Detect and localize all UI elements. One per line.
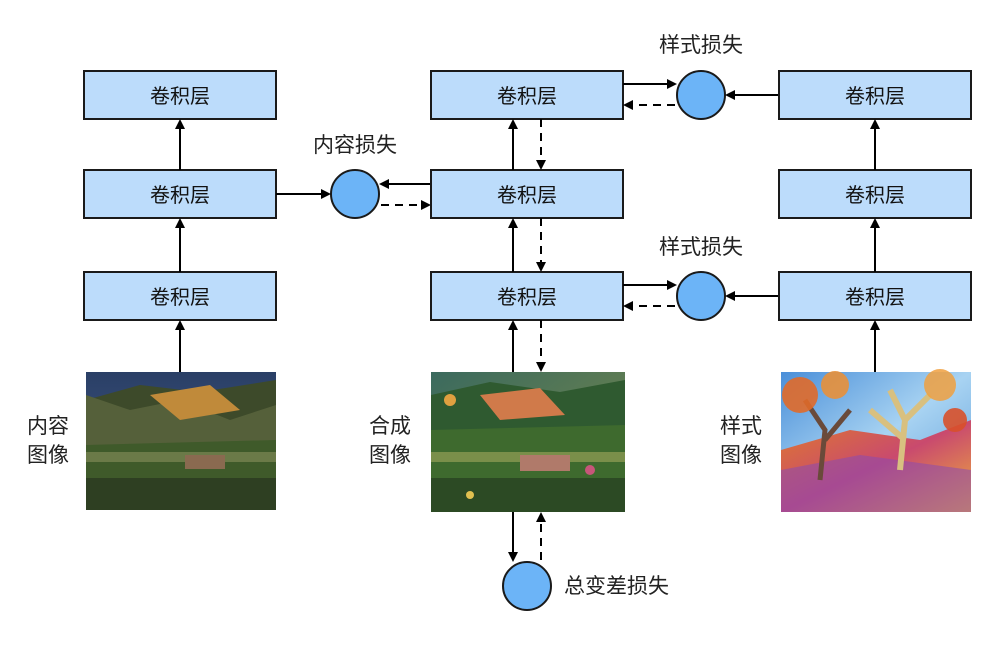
layer-label: 卷积层 <box>497 183 557 207</box>
content-loss: 内容损失 <box>276 133 431 219</box>
style-loss-bottom: 样式损失 <box>623 235 779 321</box>
style-loss-label-bottom: 样式损失 <box>659 235 743 259</box>
synthesis-branch: 卷积层 卷积层 卷积层 合成 <box>369 70 625 512</box>
synthesis-conv-layer-bottom: 卷积层 <box>430 271 624 321</box>
content-loss-label: 内容损失 <box>313 133 397 157</box>
style-image-label-line1: 样式 <box>720 414 762 438</box>
style-branch: 卷积层 卷积层 卷积层 样式 图像 <box>720 70 972 512</box>
synthesized-image-label-line2: 图像 <box>369 443 411 467</box>
style-conv-layer-top: 卷积层 <box>778 70 972 120</box>
content-image-label-line1: 内容 <box>27 414 69 438</box>
total-variation-loss-node <box>502 561 552 611</box>
content-branch: 卷积层 卷积层 卷积层 内容 图像 <box>27 70 277 510</box>
style-conv-layer-middle: 卷积层 <box>778 169 972 219</box>
synthesized-image-label-line1: 合成 <box>369 414 411 438</box>
style-loss-label-top: 样式损失 <box>659 33 743 57</box>
layer-label: 卷积层 <box>845 183 905 207</box>
style-loss-node <box>676 70 726 120</box>
layer-label: 卷积层 <box>150 84 210 108</box>
layer-label: 卷积层 <box>497 84 557 108</box>
synthesis-conv-layer-middle: 卷积层 <box>430 169 624 219</box>
content-loss-node <box>330 169 380 219</box>
style-image-label-line2: 图像 <box>720 443 762 467</box>
style-conv-layer-bottom: 卷积层 <box>778 271 972 321</box>
style-loss-top: 样式损失 <box>623 33 779 120</box>
layer-label: 卷积层 <box>150 183 210 207</box>
content-conv-layer-top: 卷积层 <box>83 70 277 120</box>
style-loss-node <box>676 271 726 321</box>
layer-label: 卷积层 <box>497 285 557 309</box>
content-conv-layer-middle: 卷积层 <box>83 169 277 219</box>
content-image <box>86 372 276 510</box>
total-variation-loss-label: 总变差损失 <box>564 574 669 598</box>
synthesis-conv-layer-top: 卷积层 <box>430 70 624 120</box>
layer-label: 卷积层 <box>845 285 905 309</box>
synthesized-image <box>431 372 625 512</box>
style-image <box>781 369 971 512</box>
content-conv-layer-bottom: 卷积层 <box>83 271 277 321</box>
layer-label: 卷积层 <box>845 84 905 108</box>
total-variation-loss: 总变差损失 <box>502 512 669 611</box>
content-image-label-line2: 图像 <box>27 443 69 467</box>
layer-label: 卷积层 <box>150 285 210 309</box>
